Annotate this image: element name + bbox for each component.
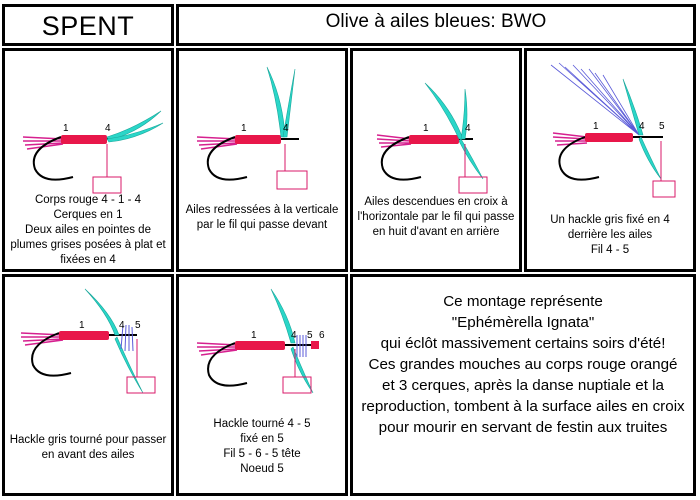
marker-4: 4 [119,320,125,331]
body [235,341,285,350]
bobbin [92,176,122,194]
bobbin [652,180,676,198]
head [311,341,319,349]
tail-fibers [196,342,238,356]
bobbin [276,170,308,190]
fly-diagram-step-4: 1 4 5 [550,62,676,198]
wing-up [460,88,468,140]
marker-1: 1 [423,123,429,134]
wing-down [290,346,314,394]
spent-title: SPENT [41,11,135,41]
hackle-feather [550,62,640,136]
wing-lower [106,122,164,143]
step-4-caption: Un hackle gris fixé en 4 derrière les ai… [550,214,670,256]
marker-1: 1 [251,330,257,341]
step-6-panel: 1 4 5 6 Hackle tourné 4 - 5 fixé en 5 Fi… [176,274,348,496]
marker-5: 5 [659,121,665,132]
wing-down [638,136,662,180]
bobbin [458,176,488,194]
marker-1: 1 [241,123,247,134]
fly-diagram-step-2: 1 4 [196,66,308,190]
body [235,135,281,144]
description-text: Ce montage représente "Ephémèrella Ignat… [361,293,685,436]
marker-4: 4 [465,123,471,134]
step-5-panel: 1 4 5 Hackle gris tourné pour passer en … [2,274,174,496]
marker-5: 5 [307,330,313,341]
hook-bend [380,136,422,181]
body [585,133,633,142]
description-panel: Ce montage représente "Ephémèrella Ignat… [350,274,696,496]
tail-fibers [552,132,588,146]
wing-up [622,78,644,136]
wing-back [424,82,464,140]
fly-diagram-step-1: 1 4 [22,110,164,194]
wing-front [458,138,484,180]
marker-4: 4 [105,123,111,134]
wing-right [282,68,296,138]
tail-fibers [196,136,238,150]
marker-1: 1 [593,121,599,132]
bobbin [282,376,312,394]
marker-6: 6 [319,330,325,341]
body [59,331,109,340]
step-3-panel: 1 4 Ailes descendues en croix à l'horizo… [350,48,522,272]
step-5-caption: Hackle gris tourné pour passer en avant … [9,434,167,461]
marker-1: 1 [63,123,69,134]
hook-bend [207,342,248,387]
fly-diagram-step-5: 1 4 5 [20,288,156,394]
hook-bend [206,136,248,181]
body [409,135,459,144]
step-1-panel: 1 4 Corps rouge 4 - 1 - 4 Cerques en 1 D… [2,48,174,272]
step-2-caption: Ailes redressées à la verticale par le f… [185,204,339,231]
tail-fibers [22,136,64,150]
tail-fibers [20,332,64,346]
hackle-turns [120,324,134,352]
marker-1: 1 [79,320,85,331]
fly-title: Olive à ailes bleues: BWO [325,11,547,32]
step-4-panel: 1 4 5 Un hackle gris fixé en 4 derrière … [524,48,696,272]
marker-4: 4 [283,123,289,134]
step-6-caption: Hackle tourné 4 - 5 fixé en 5 Fil 5 - 6 … [213,418,311,475]
hook-bend [32,136,74,181]
spent-header: SPENT [2,4,174,46]
wing-up [84,288,120,336]
tail-fibers [376,134,412,148]
body [61,135,107,144]
hook-bend [31,332,72,377]
title-header: Olive à ailes bleues: BWO [176,4,696,46]
step-2-panel: 1 4 Ailes redressées à la verticale par … [176,48,348,272]
fly-diagram-step-6: 1 4 5 6 [196,288,325,394]
step-3-caption: Ailes descendues en croix à l'horizontal… [357,196,515,238]
wing-up [270,288,296,344]
marker-4: 4 [291,330,297,341]
step-1-caption: Corps rouge 4 - 1 - 4 Cerques en 1 Deux … [10,194,166,266]
fly-diagram-step-3: 1 4 [376,82,488,194]
marker-4: 4 [639,121,645,132]
hook-bend [558,136,600,181]
wing-left [266,66,286,138]
hackle-turns [296,335,307,357]
bobbin [126,376,156,394]
marker-5: 5 [135,320,141,331]
